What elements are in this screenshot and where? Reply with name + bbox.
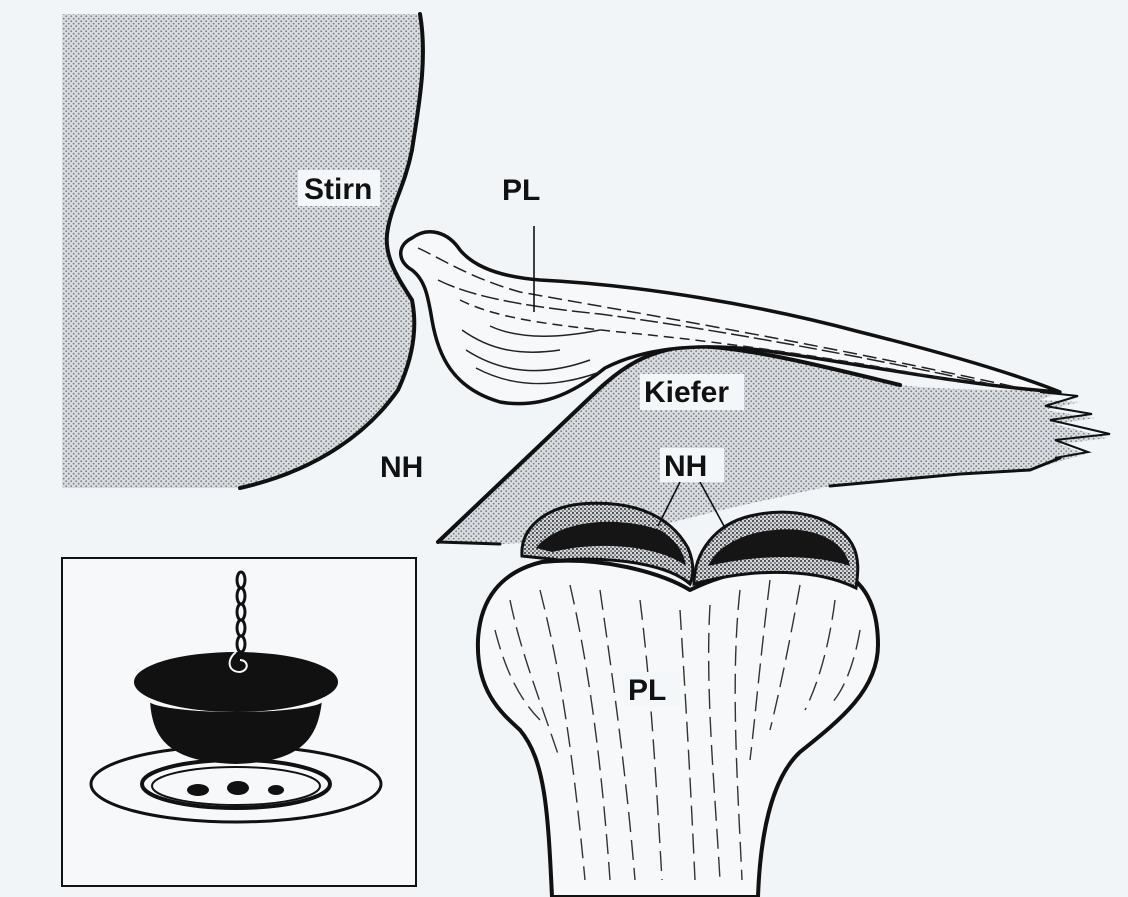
inset-illustration (62, 558, 416, 886)
label-nh-left: NH (380, 451, 423, 484)
forehead-region (62, 14, 423, 488)
label-pl-bottom: PL (628, 674, 666, 707)
inset-dot-left (187, 784, 209, 796)
label-forehead: Stirn (304, 173, 372, 206)
inset-dot-mid (227, 781, 249, 795)
inset-dot-right (268, 785, 284, 795)
label-pl-top: PL (502, 174, 540, 207)
label-nh-right: NH (664, 450, 707, 483)
label-jaw: Kiefer (644, 376, 729, 409)
